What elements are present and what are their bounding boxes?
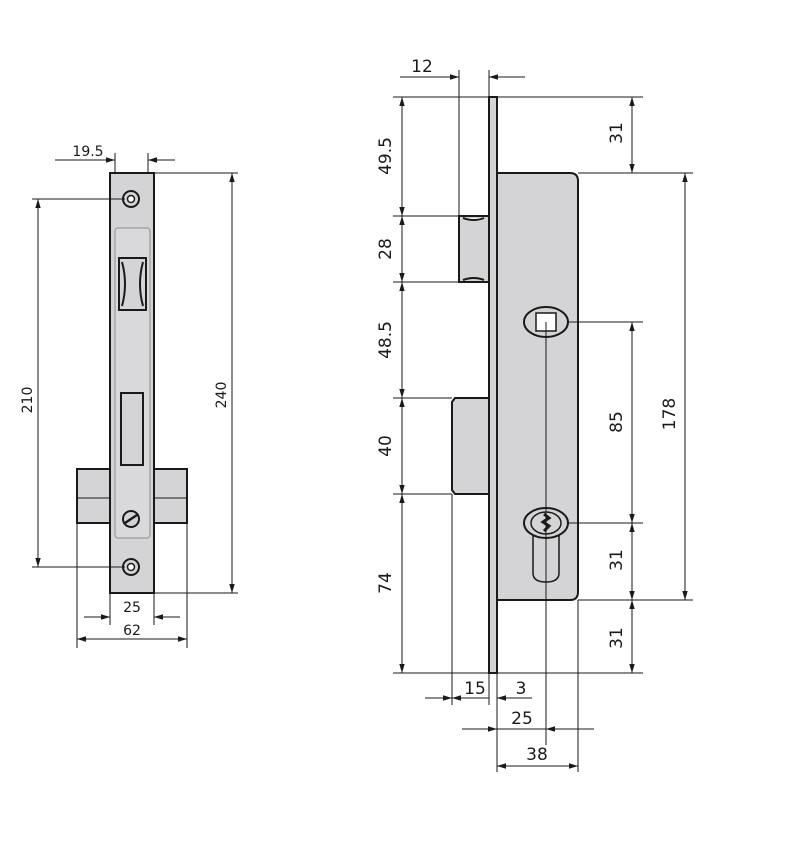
lock-case: [496, 172, 579, 601]
dim-latch-projection: 12: [411, 57, 433, 77]
dim-body-width: 62: [123, 623, 141, 639]
front-view: 19.5 210 240 25 62: [20, 144, 238, 648]
dim-bolt-to-bottom: 74: [376, 572, 396, 594]
deadbolt: [120, 392, 144, 466]
dim-case-height: 178: [660, 398, 680, 430]
slotted-screw-icon: [122, 510, 140, 528]
deadbolt-side: [451, 397, 490, 495]
dim-top-to-latch: 49.5: [376, 137, 396, 175]
dim-case-depth: 38: [526, 745, 548, 765]
dim-plate-thickness: 3: [516, 679, 527, 699]
dim-faceplate-width: 19.5: [72, 144, 103, 160]
dim-top-to-case: 31: [607, 122, 627, 144]
faceplate-side: [488, 96, 498, 674]
dim-bolt-height: 40: [376, 435, 396, 457]
dim-latch-to-bolt: 48.5: [376, 321, 396, 359]
side-view: 49.5 28 48.5 40 74 12 31 85 31 31 178: [376, 57, 693, 772]
latch-bolt: [118, 257, 147, 311]
latch-bolt-side: [458, 215, 490, 283]
dim-bolt-projection: 15: [464, 679, 486, 699]
dim-backset: 25: [511, 709, 533, 729]
dim-cylinder-to-case-bottom: 31: [607, 549, 627, 571]
dim-faceplate-height: 240: [214, 382, 230, 409]
dim-case-bottom-to-plate-bottom: 31: [607, 627, 627, 649]
dim-backset-width: 25: [123, 600, 141, 616]
dim-handle-to-cylinder: 85: [607, 411, 627, 433]
dim-latch-height: 28: [376, 238, 396, 260]
dim-hole-spacing: 210: [20, 387, 36, 414]
cylinder-hole-icon: [523, 507, 569, 583]
